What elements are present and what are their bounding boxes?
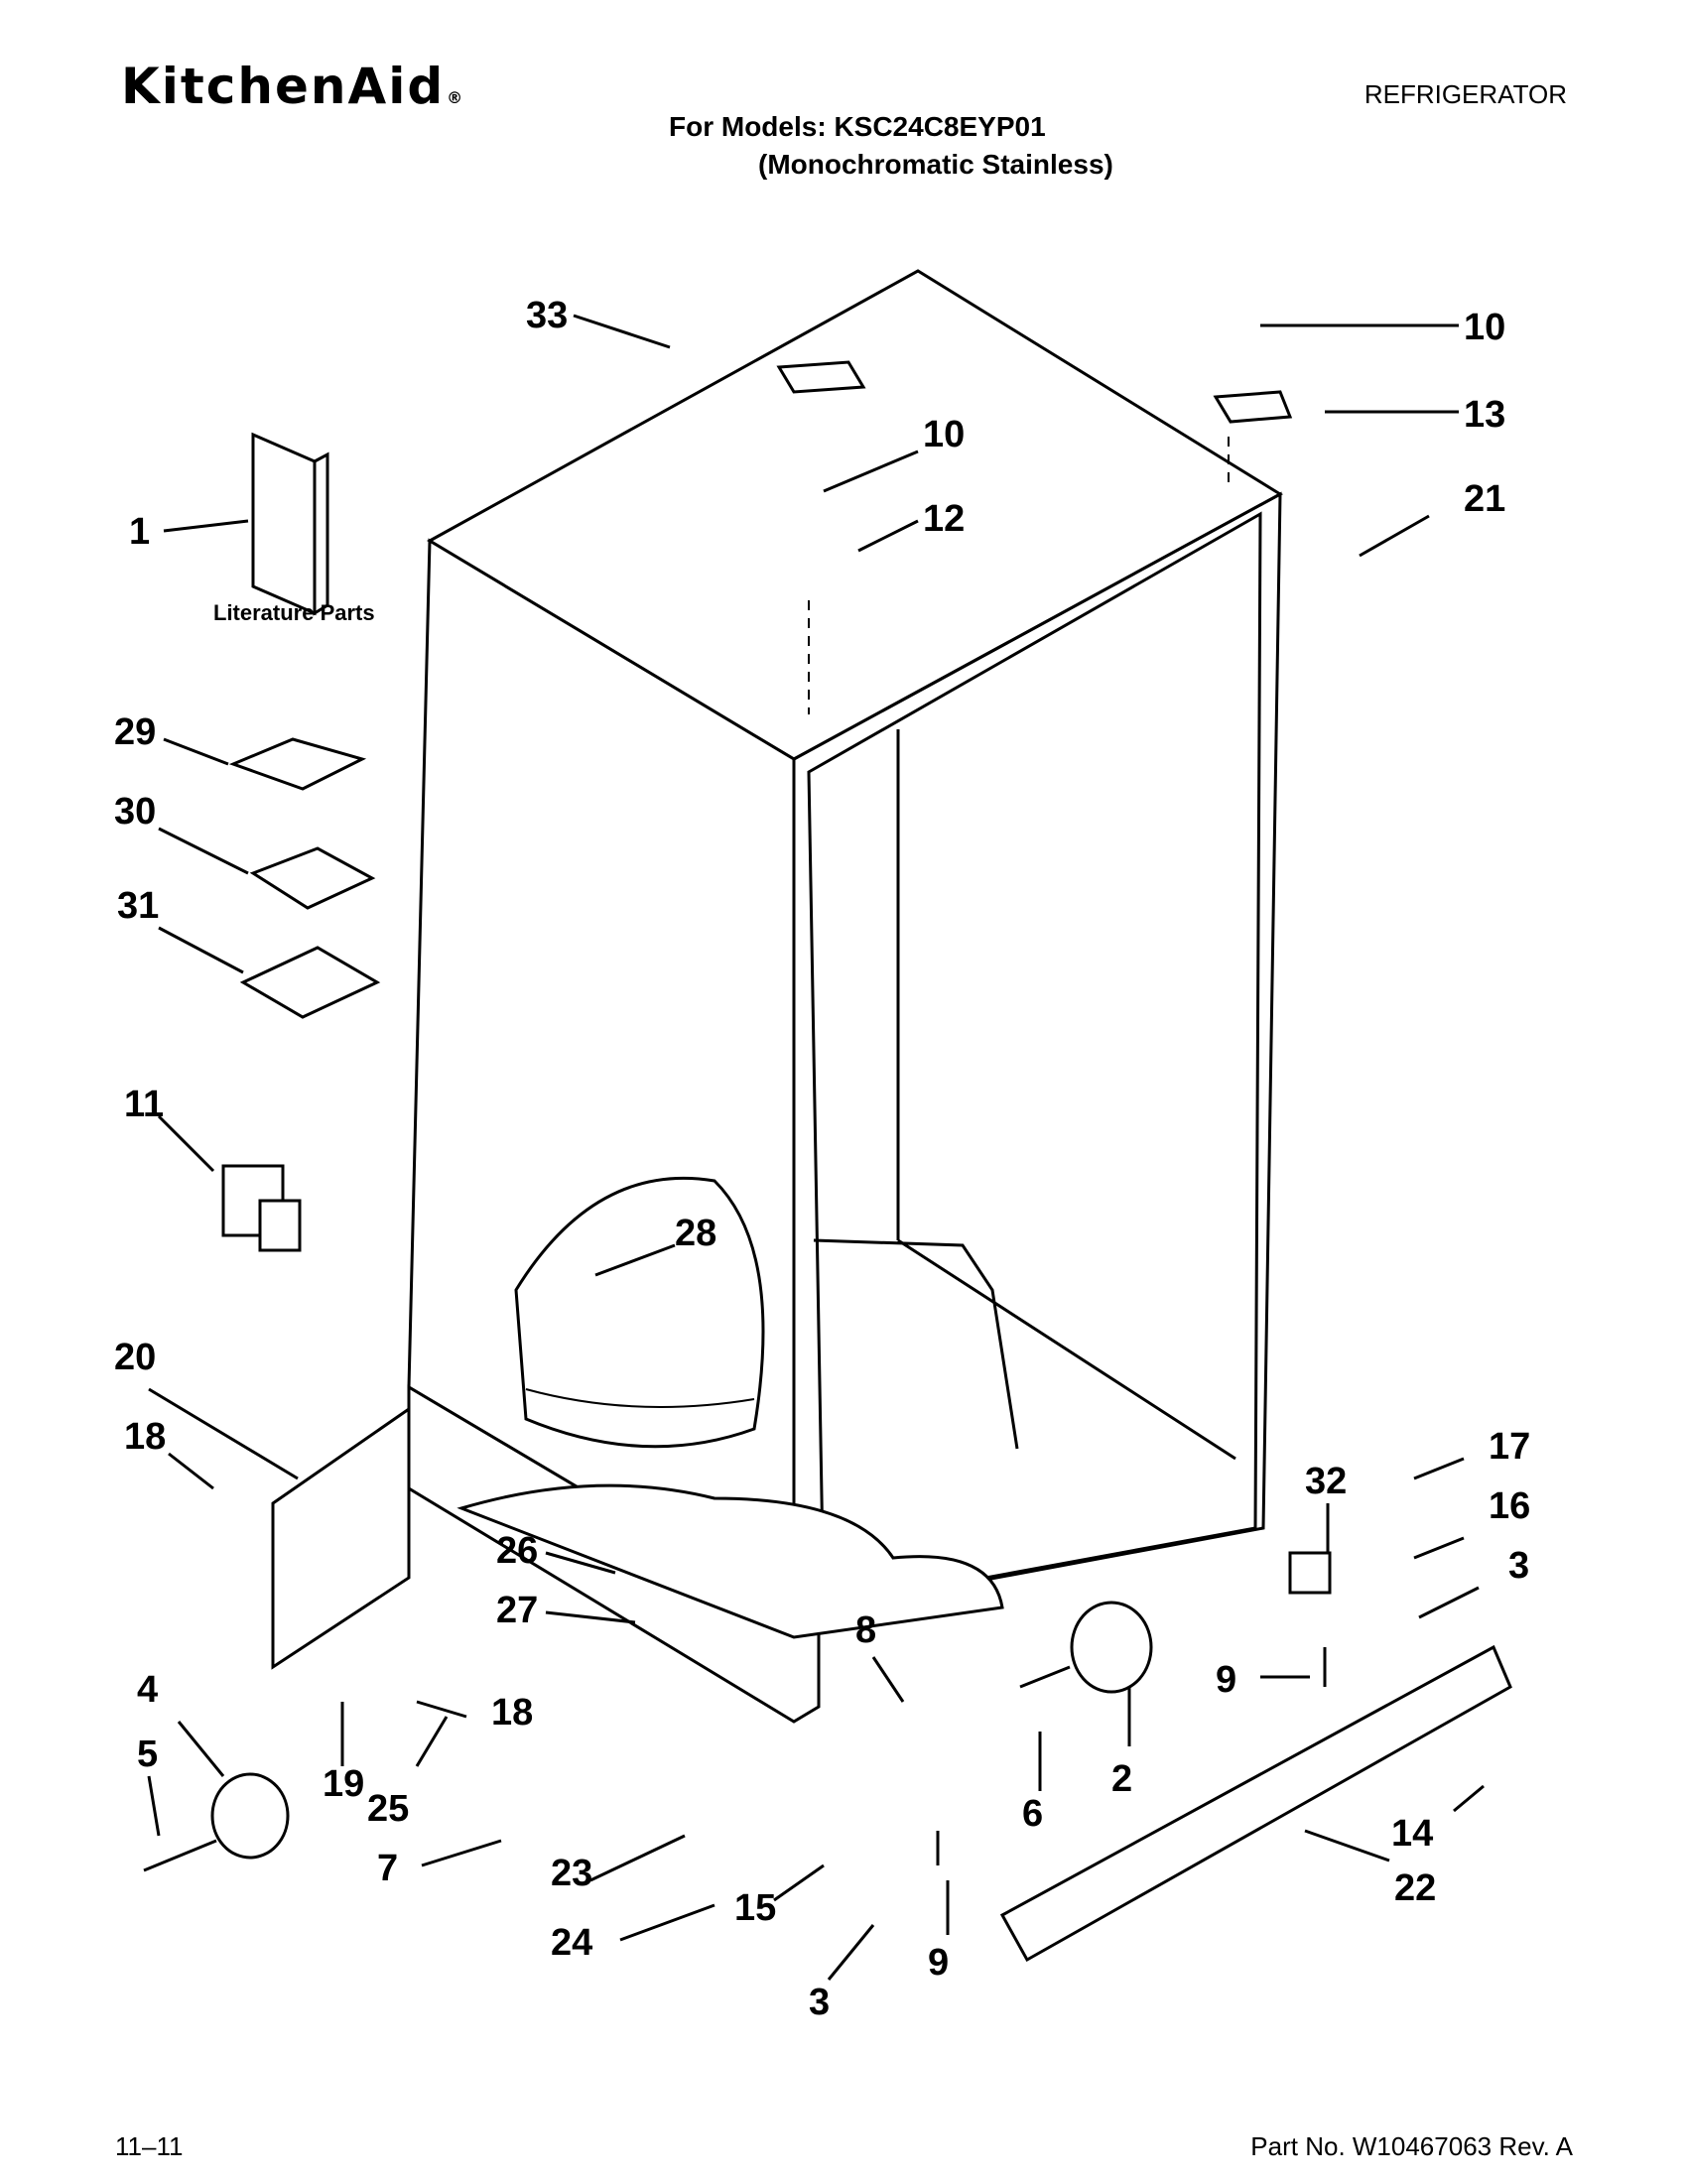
part-number: Part No. W10467063 Rev. A <box>1250 2131 1573 2161</box>
callout-31: 31 <box>117 885 159 927</box>
callout-8: 8 <box>855 1609 876 1651</box>
variant-line: (Monochromatic Stainless) <box>758 149 1113 180</box>
callout-4: 4 <box>137 1669 158 1711</box>
hinge-bracket-icon <box>776 360 1332 1595</box>
callout-12: 12 <box>923 498 965 540</box>
callout-1: 1 <box>129 511 150 553</box>
callout-23: 23 <box>551 1853 592 1894</box>
axle-icon <box>143 1665 1071 1872</box>
callout-6: 6 <box>1022 1793 1043 1835</box>
callout-27: 27 <box>496 1590 538 1631</box>
literature-parts-caption: Literature Parts <box>213 600 375 625</box>
callout-2: 2 <box>1111 1758 1132 1800</box>
callout-15: 15 <box>734 1887 776 1929</box>
revision-date: 11–11 <box>115 2131 184 2161</box>
callout-30: 30 <box>114 791 156 833</box>
callout-3: 3 <box>1508 1545 1529 1587</box>
callout-20: 20 <box>114 1337 156 1378</box>
brand-logo: KitchenAid® <box>121 58 464 115</box>
models-line: For Models: KSC24C8EYP01 <box>669 111 1046 142</box>
callout-21: 21 <box>1464 478 1505 520</box>
callout-labels: 33 10 13 10 12 21 1 Literature Parts 29 … <box>114 295 1530 2023</box>
callout-22: 22 <box>1394 1867 1436 1909</box>
callout-10: 10 <box>923 414 965 455</box>
callout-9: 9 <box>928 1942 949 1984</box>
callout-16: 16 <box>1489 1485 1530 1527</box>
brand-registered-mark: ® <box>447 88 465 107</box>
callout-28: 28 <box>675 1213 716 1254</box>
dispenser-board-icon <box>239 946 381 1019</box>
callout-7: 7 <box>377 1848 398 1889</box>
rear-grille-icon <box>271 1406 411 1670</box>
roller-wheel-icon <box>210 1601 1153 1860</box>
brand-name: KitchenAid <box>121 58 446 115</box>
callout-9: 9 <box>1216 1659 1236 1701</box>
literature-parts-icon <box>251 432 329 616</box>
callout-26: 26 <box>496 1530 538 1572</box>
callout-32: 32 <box>1305 1461 1347 1502</box>
callout-3: 3 <box>809 1982 830 2023</box>
water-valve-icon <box>221 1164 302 1252</box>
callout-29: 29 <box>114 711 156 753</box>
base-grille-icon <box>999 1644 1512 1963</box>
control-box-icon <box>228 737 367 791</box>
callout-11: 11 <box>124 1084 164 1125</box>
callout-14: 14 <box>1391 1813 1433 1855</box>
callout-25: 25 <box>367 1788 409 1830</box>
callout-10: 10 <box>1464 307 1505 348</box>
callout-33: 33 <box>526 295 568 336</box>
cabinet <box>407 269 1283 1724</box>
callout-17: 17 <box>1489 1426 1530 1468</box>
callout-24: 24 <box>551 1922 592 1964</box>
appliance-category: REFRIGERATOR <box>1363 79 1567 109</box>
leveling-leg-icon <box>936 1647 1327 1865</box>
callout-5: 5 <box>137 1734 158 1775</box>
callout-18: 18 <box>124 1416 166 1458</box>
callout-18: 18 <box>491 1692 533 1734</box>
callout-13: 13 <box>1464 394 1505 436</box>
control-board-icon <box>249 846 376 910</box>
callout-19: 19 <box>323 1763 364 1805</box>
pointer-lines <box>147 314 1485 1981</box>
